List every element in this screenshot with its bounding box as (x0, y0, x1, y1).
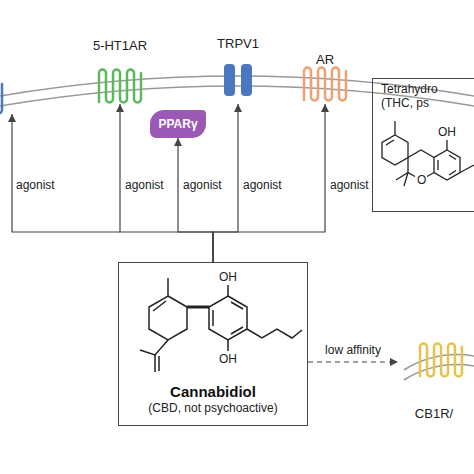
atom-label: O (417, 173, 426, 187)
channel-symbol (224, 64, 235, 96)
thc-structure (382, 121, 474, 186)
receptor-symbol (304, 68, 346, 101)
atom-label: OH (219, 352, 237, 366)
membrane (404, 365, 474, 380)
receptor: AR (295, 52, 355, 104)
node-text: TRPV1 (217, 36, 259, 52)
edge-label: agonist (182, 178, 223, 192)
connector (213, 104, 325, 262)
node-text: 5-HT1AR (93, 38, 147, 54)
channel-symbol (241, 64, 252, 96)
receptor-symbol (420, 344, 462, 377)
node-text: (THC, ps (381, 96, 429, 110)
edge-label: agonist (242, 178, 283, 192)
receptor-symbol (0, 81, 2, 114)
node-text: AR (316, 52, 334, 68)
receptor: 5-HT1AR (85, 38, 155, 104)
membrane (404, 355, 474, 370)
receptor-symbol (99, 70, 141, 103)
atom-label: OH (219, 270, 237, 284)
connector (308, 361, 398, 362)
ion-channel: TRPV1 (210, 36, 266, 104)
atom-label: OH (438, 125, 456, 139)
node-text: CB1R/ (415, 406, 453, 422)
edge-label: low affinity (324, 343, 382, 357)
nuclear-receptor: PPARγ (150, 110, 206, 138)
node-text: (CBD, not psychoactive) (148, 401, 277, 415)
connector (178, 138, 213, 262)
compound-box: Tetrahydro(THC, ps (372, 78, 474, 212)
receptor: CB1R/ (398, 330, 470, 422)
node-text: Cannabidiol (170, 383, 256, 401)
edge-label: agonist (329, 178, 370, 192)
node-text: PPARγ (158, 117, 197, 131)
agonist-line (12, 114, 120, 232)
node-text: Tetrahydro (381, 82, 438, 96)
edge-label: agonist (124, 178, 165, 192)
compound-box: Cannabidiol(CBD, not psychoactive) (118, 262, 308, 426)
relation-label: agonist (16, 178, 55, 192)
cbd-structure (140, 278, 302, 372)
